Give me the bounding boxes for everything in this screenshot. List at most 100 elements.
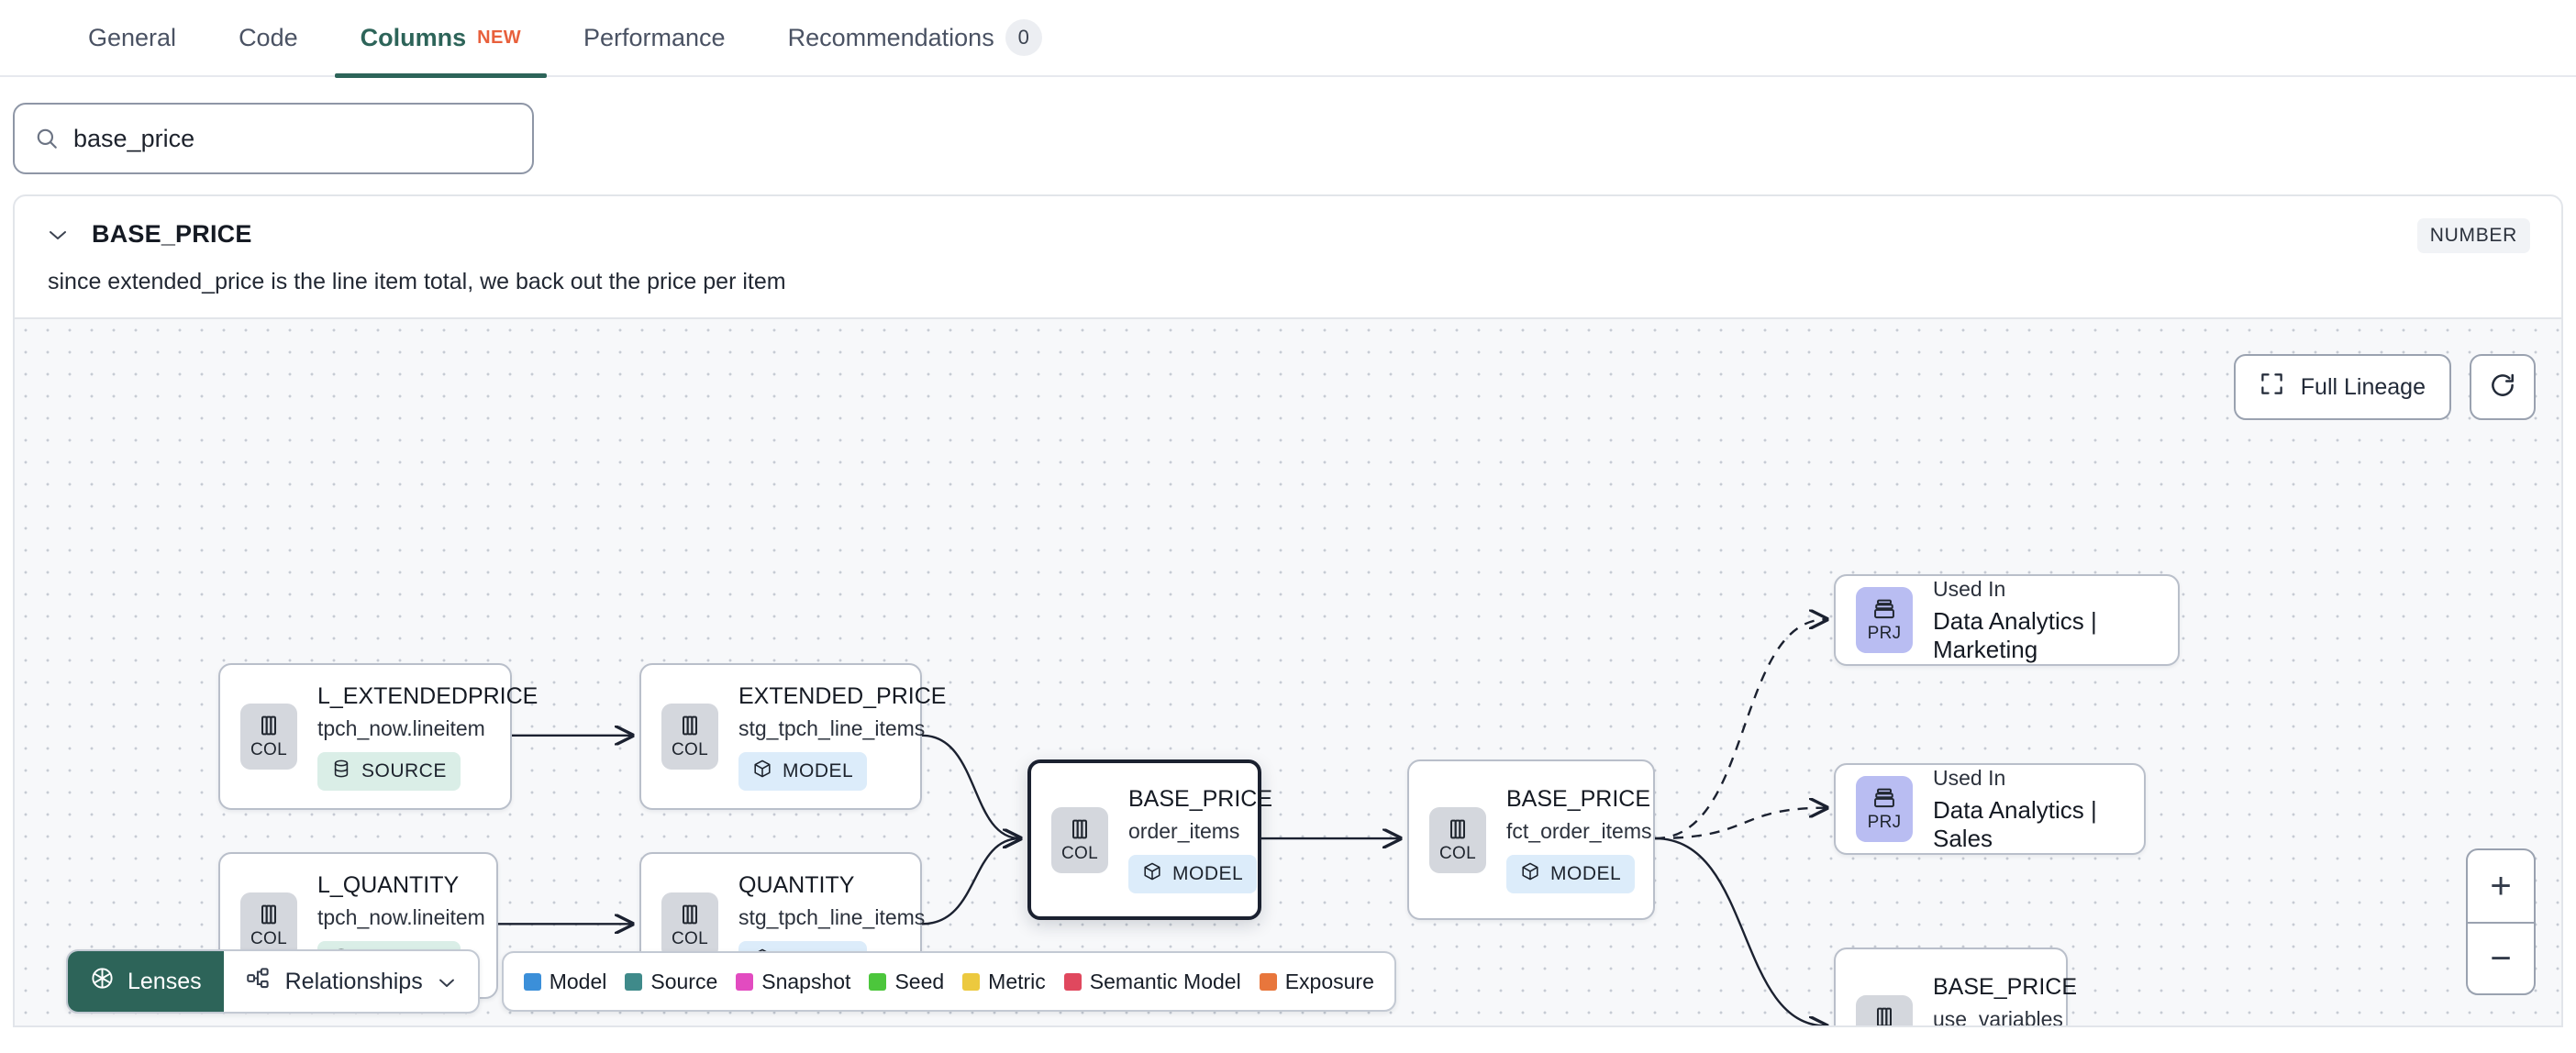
column-type-badge: NUMBER [2416,218,2530,253]
node-subtitle: stg_tpch_line_items [738,904,926,929]
zoom-in-button[interactable]: + [2490,865,2512,906]
node-title: BASE_PRICE [1933,974,2078,1000]
search-box[interactable] [13,103,534,174]
lenses-button[interactable]: Lenses [68,951,224,1012]
search-icon [35,127,59,150]
refresh-icon [2489,371,2516,404]
node-kind-label: COL [1061,843,1098,863]
tab-general[interactable]: General [57,0,207,76]
relationships-icon [246,966,271,997]
legend-label: Snapshot [761,969,851,993]
legend-item[interactable]: Metric [962,970,1046,994]
cube-icon [1142,861,1162,887]
lenses-label: Lenses [128,968,202,994]
tab-label: Recommendations [787,23,994,51]
node-type-label: MODEL [1550,863,1622,884]
legend-swatch [523,972,541,991]
lineage-edge [1654,808,1827,840]
node-body: Used In Data Analytics | Sales [1913,766,2144,853]
legend-swatch [1063,972,1082,991]
refresh-button[interactable] [2470,354,2536,420]
column-icon: COL [1051,806,1108,873]
node-title: EXTENDED_PRICE [738,682,947,709]
node-subtitle: fct_order_items [1506,819,1652,843]
full-lineage-button[interactable]: Full Lineage [2233,354,2451,420]
tab-label: Performance [583,23,726,51]
full-lineage-label: Full Lineage [2300,373,2426,400]
tab-bar: General Code Columns NEW Performance Recommen… [0,0,2576,78]
chevron-down-icon[interactable] [48,225,68,245]
legend-label: Semantic Model [1089,969,1241,993]
legend-item[interactable]: Snapshot [736,970,850,994]
tab-label: General [88,23,177,51]
legend-swatch [736,972,754,991]
canvas-top-controls: Full Lineage [2233,354,2536,420]
node-kind-label: COL [1439,843,1476,863]
zoom-out-button[interactable]: − [2468,922,2534,993]
node-title: Used In [1933,765,2006,790]
column-icon: COL [240,704,297,770]
lineage-edge [1654,837,1827,1025]
node-title: L_QUANTITY [317,871,460,898]
node-type-label: MODEL [1172,863,1244,884]
node-title: QUANTITY [738,871,855,898]
legend-item[interactable]: Model [523,970,606,994]
node-kind-label: COL [250,740,287,759]
legend-swatch [962,972,981,991]
search-area [0,77,2576,194]
legend-item[interactable]: Semantic Model [1063,969,1241,994]
tab-performance[interactable]: Performance [552,0,757,76]
tab-columns[interactable]: Columns NEW [329,0,552,78]
legend-item[interactable]: Exposure [1259,969,1374,994]
lineage-legend: Model Source Snapshot Seed Metric Semantic Mo… [501,951,1396,1012]
tab-new-badge: NEW [477,27,521,48]
cube-icon [1520,861,1540,887]
relationships-label: Relationships [284,968,423,994]
node-type-tag: MODEL [738,751,868,791]
node-title: L_EXTENDEDPRICE [317,682,539,709]
column-icon: COL [1856,994,1913,1025]
node-type-label: MODEL [783,759,854,781]
legend-swatch [1259,972,1277,991]
column-icon: COL [661,892,718,959]
legend-item[interactable]: Source [625,970,717,994]
lineage-edge [921,838,1020,926]
expand-corners-icon [2260,371,2284,403]
legend-swatch [625,972,643,991]
node-subtitle: Data Analytics | Sales [1933,795,2097,852]
zoom-controls: + − [2466,848,2536,995]
tab-code[interactable]: Code [207,0,329,76]
node-kind-label: PRJ [1867,813,1902,832]
legend-label: Seed [894,969,945,993]
legend-label: Exposure [1284,969,1374,993]
node-type-tag: SOURCE [317,751,461,791]
node-subtitle: use_variables [1933,1007,2063,1027]
lineage-canvas[interactable]: Full Lineage + − [15,317,2561,1025]
node-kind-label: COL [672,740,708,759]
lineage-node-prj_sales[interactable]: PRJ Used In Data Analytics | Sales [1834,763,2146,855]
search-input[interactable] [73,124,512,153]
legend-item[interactable]: Seed [869,970,944,994]
tab-label: Columns [360,23,467,51]
column-icon: COL [661,704,718,770]
lineage-edges [498,319,2561,1025]
node-subtitle: tpch_now.lineitem [317,904,485,929]
relationships-button[interactable]: Relationships [224,951,478,1012]
node-subtitle: tpch_now.lineitem [317,715,485,740]
node-subtitle: order_items [1128,819,1240,843]
canvas-bottom-bar: Lenses Relationships [66,949,1396,1014]
lineage-edge [1654,619,1827,840]
